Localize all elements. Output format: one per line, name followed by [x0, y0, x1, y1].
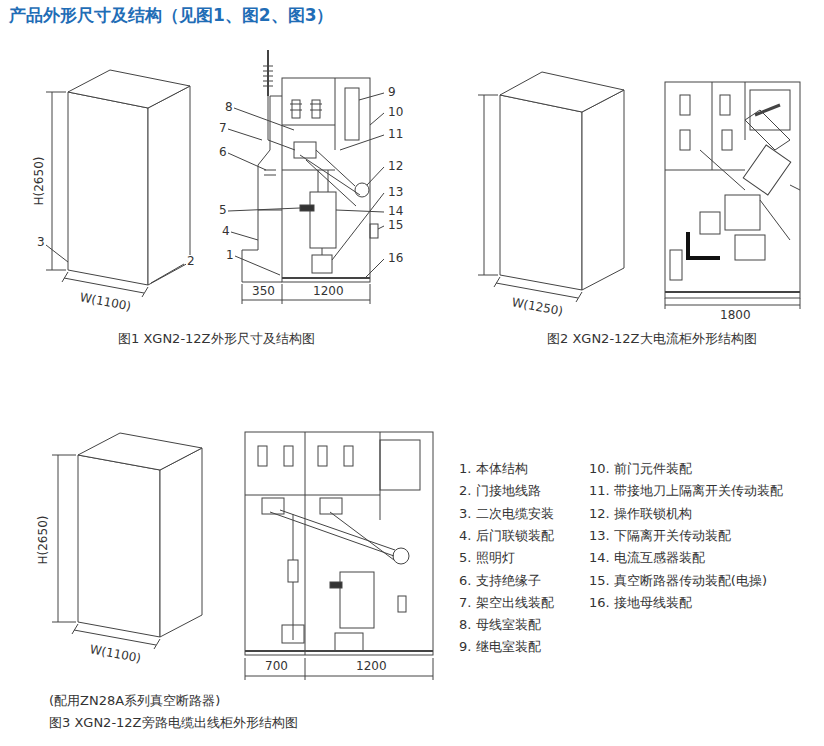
- callout-number: 11: [387, 128, 404, 141]
- callout-number: 10: [387, 106, 404, 119]
- callout-number: 16: [387, 252, 404, 265]
- figure-caption: 图2 XGN2-12Z大电流柜外形结构图: [546, 332, 758, 346]
- page-title: 产品外形尺寸及结构（见图1、图2、图3）: [8, 6, 335, 25]
- part-list-item: 11. 带接地刀上隔离开关传动装配: [588, 484, 784, 498]
- callout-number: 12: [387, 160, 404, 173]
- dimension-label: W(1100): [78, 291, 133, 314]
- callout-number: 5: [218, 204, 228, 217]
- part-list-item: 8. 母线室装配: [458, 618, 542, 632]
- dimension-label: H(2650): [33, 156, 46, 207]
- callout-number: 6: [218, 146, 228, 159]
- callout-number: 8: [224, 101, 234, 114]
- dimension-label: H(2650): [37, 515, 50, 566]
- dimension-label: 1200: [312, 285, 345, 298]
- part-list-item: 13. 下隔离开关传动装配: [588, 529, 732, 543]
- dimension-label: 1200: [355, 660, 388, 673]
- part-list-item: 7. 架空出线装配: [458, 596, 555, 610]
- dimension-label: 700: [264, 660, 289, 673]
- callout-number: 2: [186, 255, 196, 268]
- part-list-item: 5. 照明灯: [458, 551, 516, 565]
- callout-number: 14: [387, 205, 404, 218]
- figure-caption: (配用ZN28A系列真空断路器): [48, 694, 221, 708]
- figure-caption: 图3 XGN2-12Z旁路电缆出线柜外形结构图: [48, 716, 299, 730]
- callout-number: 1: [225, 249, 235, 262]
- part-list-item: 16. 接地母线装配: [588, 596, 693, 610]
- part-list-item: 9. 继电室装配: [458, 640, 542, 654]
- callout-number: 9: [387, 86, 397, 99]
- dimension-label: 1800: [719, 309, 752, 322]
- part-list-item: 2. 门接地线路: [458, 484, 542, 498]
- dimension-label: W(1250): [510, 296, 565, 319]
- dimension-label: 350: [251, 285, 276, 298]
- callout-number: 7: [218, 122, 228, 135]
- dimension-label: W(1100): [88, 643, 143, 666]
- part-list-item: 1. 本体结构: [458, 462, 529, 476]
- part-list-item: 12. 操作联锁机构: [588, 507, 693, 521]
- part-list-item: 3. 二次电缆安装: [458, 507, 555, 521]
- figure-caption: 图1 XGN2-12Z外形尺寸及结构图: [117, 332, 316, 346]
- part-list-item: 15. 真空断路器传动装配(电操): [588, 574, 768, 588]
- part-list-item: 10. 前门元件装配: [588, 462, 693, 476]
- callout-number: 15: [387, 219, 404, 232]
- callout-number: 13: [387, 186, 404, 199]
- part-list-item: 4. 后门联锁装配: [458, 529, 555, 543]
- part-list-item: 14. 电流互感器装配: [588, 551, 706, 565]
- callout-number: 4: [221, 225, 231, 238]
- part-list-item: 6. 支持绝缘子: [458, 574, 542, 588]
- callout-number: 3: [36, 236, 46, 249]
